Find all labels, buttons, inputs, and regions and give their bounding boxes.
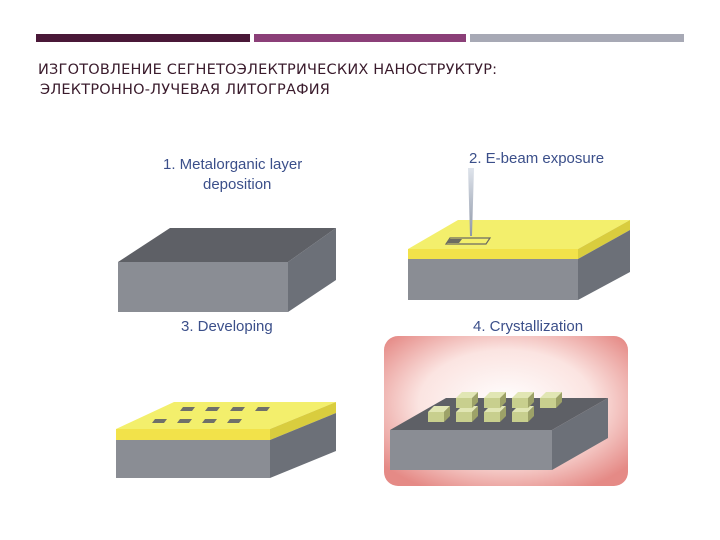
- header-bar-mid: [254, 34, 466, 42]
- step3-openings: [152, 407, 270, 423]
- step2-exposed-mark: [447, 239, 462, 243]
- step3-opening: [227, 419, 242, 423]
- step2-resist-side: [578, 220, 630, 259]
- e-beam-tip: [468, 168, 474, 236]
- step3-opening: [177, 419, 192, 423]
- step2-exposed-region: [444, 237, 492, 245]
- step3-opening: [205, 407, 220, 411]
- nanocrystal: [540, 392, 562, 408]
- step3-resist-top: [116, 402, 336, 429]
- step4-label: 4. Crystallization: [473, 318, 584, 335]
- step3-opening: [152, 419, 167, 423]
- step1-label-line2: deposition: [203, 176, 272, 193]
- step3-opening: [202, 419, 217, 423]
- step2-substrate-side: [578, 230, 630, 300]
- nanocrystal: [428, 406, 450, 422]
- step3-label: 3. Developing: [181, 318, 273, 335]
- step1-label: 1. Metalorganic layer: [163, 156, 303, 173]
- step3-opening: [255, 407, 270, 411]
- step3-substrate-side: [270, 413, 336, 478]
- nanocrystal: [484, 392, 506, 408]
- step4-substrate-side: [552, 398, 608, 470]
- step1-substrate: [118, 228, 336, 312]
- slide-title: ИЗГОТОВЛЕНИЕ СЕГНЕТОЭЛЕКТРИЧЕСКИХ НАНОСТ…: [38, 60, 497, 100]
- step3-substrate-front: [116, 440, 270, 478]
- nanostructures: [428, 392, 562, 422]
- step1-substrate-side: [288, 228, 336, 312]
- step4-furnace: [384, 336, 628, 486]
- step3-resist-front: [116, 429, 270, 440]
- step2-resist-front: [408, 249, 578, 259]
- step3-opening: [230, 407, 245, 411]
- header-bar-dark: [36, 34, 250, 42]
- step3-opening: [180, 407, 195, 411]
- step2-label: 2. E-beam exposure: [469, 150, 605, 167]
- step4-substrate-front: [390, 430, 552, 470]
- header-bar-light: [470, 34, 684, 42]
- step2-substrate-front: [408, 259, 578, 300]
- step1-substrate-top: [118, 228, 336, 262]
- step1-substrate-front: [118, 262, 288, 312]
- step2-substrate: [408, 168, 630, 300]
- step2-resist-top: [408, 220, 630, 249]
- step3-substrate: [116, 402, 336, 478]
- nanocrystal: [512, 392, 534, 408]
- nanocrystal: [456, 392, 478, 408]
- step3-resist-side: [270, 402, 336, 440]
- slide-title-line1: ИЗГОТОВЛЕНИЕ СЕГНЕТОЭЛЕКТРИЧЕСКИХ НАНОСТ…: [38, 62, 498, 78]
- slide-title-line2: ЭЛЕКТРОННО-ЛУЧЕВАЯ ЛИТОГРАФИЯ: [40, 82, 331, 98]
